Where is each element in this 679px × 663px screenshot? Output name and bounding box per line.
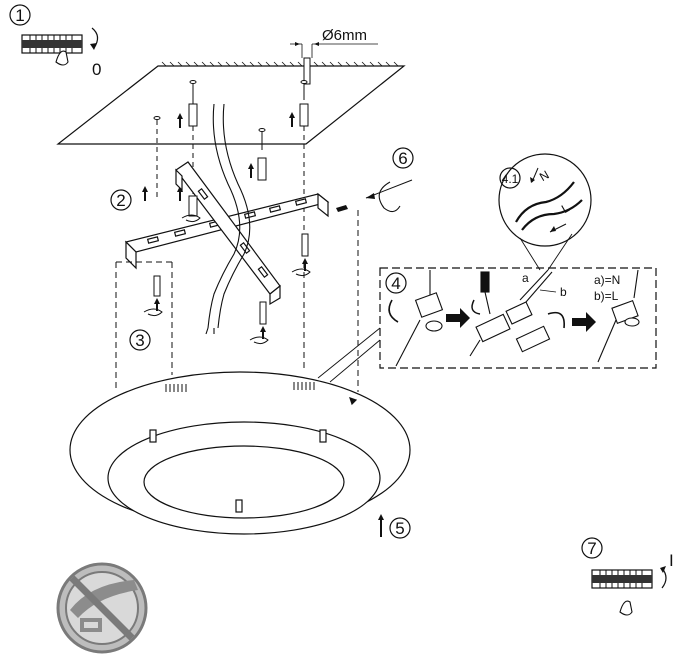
step-3-number: 3	[135, 331, 144, 350]
step-6-number: 6	[398, 149, 407, 168]
screw-icon	[257, 128, 267, 181]
connector-closed-icon	[388, 270, 444, 367]
wire-a-label: a	[522, 271, 529, 285]
wire-b-label: b	[560, 285, 567, 299]
mains-cable	[205, 103, 251, 335]
next-arrow-icon	[446, 308, 470, 328]
hand-icon	[55, 50, 69, 66]
legend-b: b)=L	[594, 289, 619, 303]
step-2-marker	[110, 189, 132, 211]
screw-icon	[299, 80, 309, 230]
ceiling-panel: Ø6mm	[56, 27, 406, 145]
wall-plug-dimension	[290, 42, 378, 85]
switch-on-label: I	[669, 551, 674, 570]
next-arrow-icon	[572, 312, 596, 332]
hand-icon	[619, 600, 633, 616]
step-3-marker	[129, 329, 151, 351]
connector-closed-icon	[597, 269, 640, 363]
legend-a: a)=N	[594, 273, 620, 287]
wiring-detail-panel: 4 a b a)=N b)=L	[317, 267, 657, 383]
step-7-marker	[581, 537, 603, 559]
step-5-attach-fixture: 5	[378, 514, 411, 539]
screw-icon	[336, 205, 348, 212]
ceiling-screws	[142, 80, 309, 230]
switch-off-label: 0	[92, 60, 101, 79]
step-5-number: 5	[395, 519, 404, 538]
ceiling-luminaire	[69, 371, 411, 535]
fuse-box-on-icon	[591, 566, 667, 616]
step-5-marker	[389, 517, 411, 539]
step-1-power-off: 1 0	[9, 4, 101, 79]
drill-diameter-label: Ø6mm	[322, 27, 367, 44]
mounting-bracket	[124, 161, 330, 306]
step-6-marker	[392, 147, 414, 169]
connector-cover-icon	[515, 311, 565, 353]
screw-icon	[153, 116, 161, 200]
step-4-1-wire-detail: 4.1 N L	[498, 153, 592, 271]
bracket-screws	[143, 195, 311, 345]
step-4-number: 4	[391, 274, 400, 293]
screw-icon	[188, 80, 198, 200]
terminal-block-icon	[469, 269, 553, 357]
fuse-box-off-icon	[21, 27, 99, 66]
step-4-1-marker	[499, 167, 521, 189]
step-7-power-on: 7 I	[581, 537, 674, 616]
rotate-arrow-icon	[378, 181, 401, 213]
step-2-number: 2	[116, 191, 125, 210]
step-6-fix-screw: 6	[336, 147, 414, 213]
guide-lines	[115, 210, 359, 392]
step-1-number: 1	[15, 6, 24, 25]
step-4-marker	[385, 272, 407, 294]
step-1-marker	[9, 4, 31, 26]
step-7-number: 7	[587, 539, 596, 558]
prohibition-sign-icon	[56, 562, 148, 654]
step-4-1-number: 4.1	[502, 172, 519, 186]
